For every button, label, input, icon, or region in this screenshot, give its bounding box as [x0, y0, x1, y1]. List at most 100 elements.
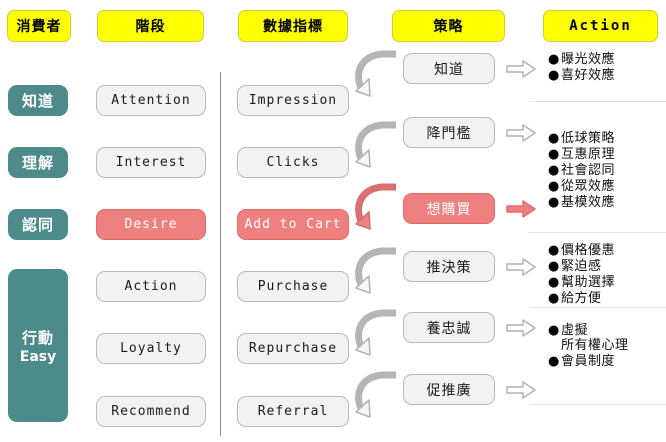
strategy-box-push-decision[interactable]: 推決策 [403, 251, 495, 282]
strategy-label: 養忠誠 [426, 320, 472, 337]
curved-arrow-2 [355, 121, 396, 168]
stage-label: Desire [124, 217, 178, 232]
bullet-icon: ● [548, 259, 560, 274]
action-text: 基模效應 [561, 195, 616, 210]
action-item: ● 給方便 [548, 291, 666, 306]
metric-box-repurchase[interactable]: Repurchase [237, 333, 349, 364]
action-text: 緊迫感 [561, 259, 602, 274]
action-item: ● 幫助選擇 [548, 275, 666, 290]
block-arrow-2 [506, 124, 536, 142]
action-text: 喜好效應 [561, 68, 616, 83]
header-strategy: 策略 [392, 10, 505, 42]
curved-arrow-6 [355, 371, 396, 418]
action-text: 曝光效應 [561, 52, 616, 67]
consumer-label-text: 知道 [21, 92, 54, 110]
action-text: 幫助選擇 [561, 275, 616, 290]
consumer-label-understand: 理解 [8, 147, 68, 178]
action-group-decision: ● 價格優惠 ● 緊迫感 ● 幫助選擇 ● 給方便 [548, 243, 666, 307]
action-text: 虛擬 所有權心理 [561, 323, 629, 353]
header-consumer: 消費者 [7, 10, 71, 42]
bullet-icon: ● [548, 323, 560, 338]
strategy-box-awareness[interactable]: 知道 [403, 53, 495, 84]
action-item: ● 虛擬 所有權心理 [548, 323, 666, 353]
consumer-label-know: 知道 [8, 85, 68, 116]
action-item: ● 互惠原理 [548, 147, 666, 162]
strategy-box-build-loyalty[interactable]: 養忠誠 [403, 312, 495, 343]
metric-box-clicks[interactable]: Clicks [237, 147, 349, 178]
bullet-icon: ● [548, 243, 560, 258]
consumer-label-text: 理解 [21, 154, 54, 172]
curved-arrow-1 [355, 50, 396, 97]
action-item: ● 基模效應 [548, 195, 666, 210]
metric-label: Referral [257, 404, 329, 419]
strategy-box-promote[interactable]: 促推廣 [403, 374, 495, 405]
header-action: Action [543, 10, 658, 42]
action-item: ● 曝光效應 [548, 52, 666, 67]
action-item: ● 從眾效應 [548, 179, 666, 194]
bullet-icon: ● [548, 52, 560, 67]
stage-box-attention[interactable]: Attention [96, 85, 206, 116]
curved-arrow-3-highlight [355, 183, 396, 230]
action-text: 低球策略 [561, 131, 616, 146]
action-item: ● 低球策略 [548, 131, 666, 146]
bullet-icon: ● [548, 131, 560, 146]
header-stage: 階段 [97, 10, 204, 42]
metric-box-referral[interactable]: Referral [237, 396, 349, 427]
bullet-icon: ● [548, 195, 560, 210]
strategy-box-lower-barrier[interactable]: 降門檻 [403, 117, 495, 148]
metric-box-impression[interactable]: Impression [237, 85, 349, 116]
metric-box-add-to-cart[interactable]: Add to Cart [237, 209, 349, 240]
strategy-label: 知道 [434, 61, 464, 78]
action-text: 社會認同 [561, 163, 616, 178]
strategy-label: 推決策 [426, 259, 472, 276]
action-item: ● 會員制度 [548, 354, 666, 369]
stage-label: Loyalty [120, 341, 182, 356]
block-arrow-5 [506, 319, 536, 337]
action-text: 給方便 [561, 291, 602, 306]
curved-arrow-5 [355, 309, 396, 356]
action-group-loyalty: ● 虛擬 所有權心理 ● 會員制度 [548, 323, 666, 370]
action-item: ● 緊迫感 [548, 259, 666, 274]
metric-box-purchase[interactable]: Purchase [237, 271, 349, 302]
bullet-icon: ● [548, 68, 560, 83]
stage-box-loyalty[interactable]: Loyalty [96, 333, 206, 364]
stage-label: Recommend [111, 404, 191, 419]
action-item: ● 價格優惠 [548, 243, 666, 258]
block-arrow-1 [506, 60, 536, 78]
header-metrics: 數據指標 [238, 10, 348, 42]
stage-box-action[interactable]: Action [96, 271, 206, 302]
consumer-label-identify: 認同 [8, 209, 68, 240]
action-separator-3 [529, 307, 666, 308]
action-separator-1 [529, 101, 666, 102]
stage-label: Attention [111, 93, 191, 108]
bullet-icon: ● [548, 354, 560, 369]
bullet-icon: ● [548, 291, 560, 306]
block-arrow-6 [506, 381, 536, 399]
stage-label: Action [124, 279, 178, 294]
action-text: 價格優惠 [561, 243, 616, 258]
bullet-icon: ● [548, 147, 560, 162]
stage-box-interest[interactable]: Interest [96, 147, 206, 178]
stage-label: Interest [115, 155, 187, 170]
curved-arrow-4 [355, 247, 396, 294]
stage-box-desire[interactable]: Desire [96, 209, 206, 240]
strategy-label: 想購買 [426, 201, 472, 218]
action-text: 會員制度 [561, 354, 616, 369]
action-item: ● 喜好效應 [548, 68, 666, 83]
consumer-label-text: 行動 [21, 328, 54, 347]
strategy-label: 促推廣 [426, 382, 472, 399]
consumer-label-action: 行動 Easy [8, 269, 68, 422]
metric-label: Repurchase [248, 341, 338, 356]
action-group-persuasion: ● 低球策略 ● 互惠原理 ● 社會認同 ● 從眾效應 ● 基模效應 [548, 131, 666, 211]
stage-box-recommend[interactable]: Recommend [96, 396, 206, 427]
column-divider [220, 72, 221, 436]
metric-label: Clicks [266, 155, 320, 170]
bullet-icon: ● [548, 275, 560, 290]
strategy-box-want-to-buy[interactable]: 想購買 [403, 193, 495, 224]
bullet-icon: ● [548, 179, 560, 194]
action-separator-2 [529, 232, 666, 233]
action-text: 從眾效應 [561, 179, 616, 194]
action-separator-4 [529, 404, 666, 405]
consumer-label-text: 認同 [21, 216, 54, 234]
